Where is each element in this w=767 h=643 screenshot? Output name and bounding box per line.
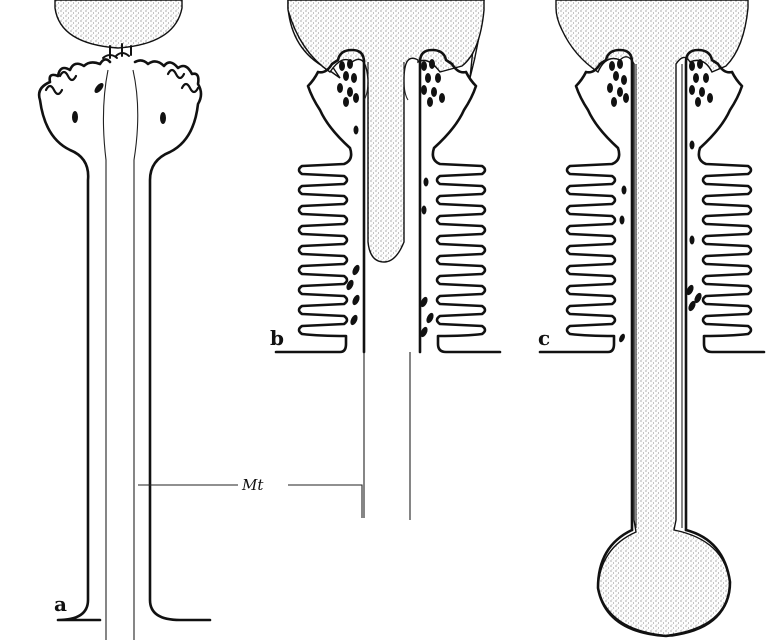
head-outline-c (540, 50, 632, 530)
acrosome-process-b (288, 0, 484, 262)
granule-cluster-b-left (337, 59, 361, 326)
axial-lines-a (103, 70, 137, 640)
panel-b-label: b (270, 326, 284, 350)
panel-a-label: a (54, 592, 67, 616)
head-outline-c-right (686, 50, 764, 530)
granule-cluster-c-right (685, 59, 713, 312)
panel-c-label: c (538, 326, 550, 350)
granule-cluster-c-left (607, 59, 629, 343)
mt-annotation: Mt (138, 476, 362, 518)
egg-cap-a (55, 0, 182, 48)
head-outline-a (39, 59, 210, 620)
granules-a (72, 81, 166, 124)
egg-and-tubule-c (556, 0, 748, 636)
panel-b: b (270, 0, 500, 520)
panel-c: c (538, 0, 764, 636)
mt-label: Mt (241, 476, 264, 494)
ruffles-a (46, 70, 198, 94)
panel-a: a (39, 0, 210, 640)
